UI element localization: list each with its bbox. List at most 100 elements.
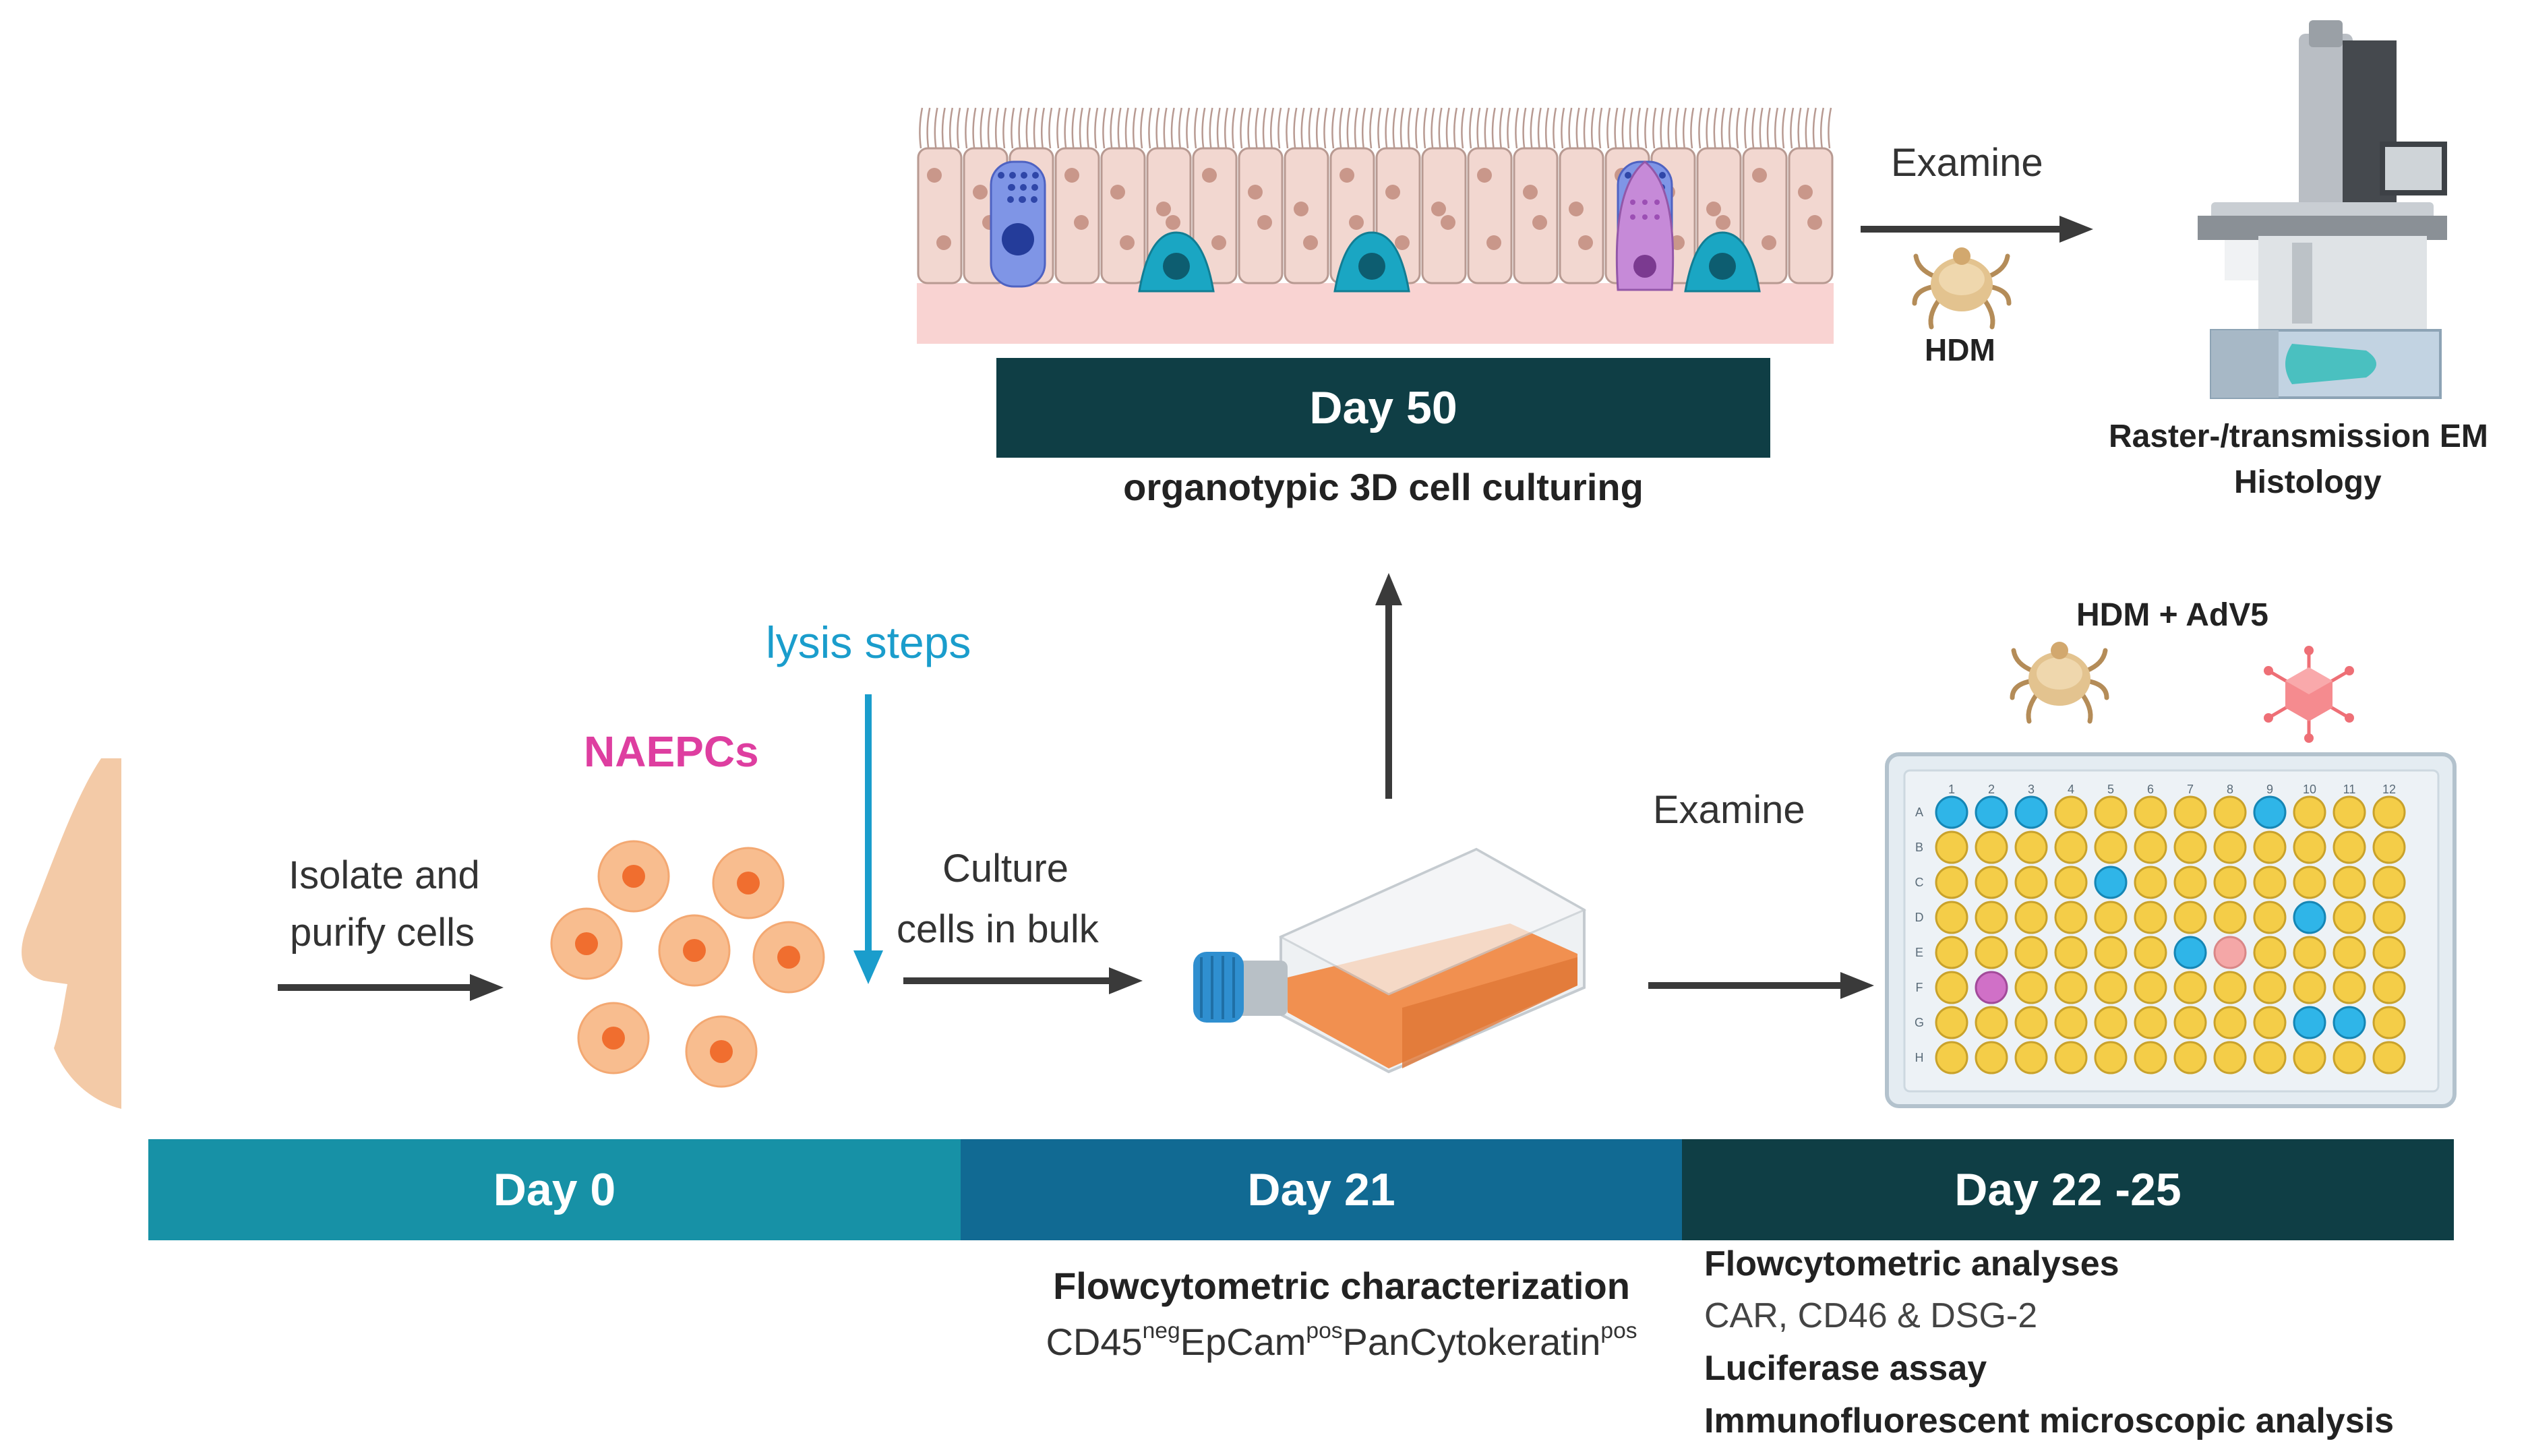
plate-well bbox=[2173, 795, 2207, 829]
plate-well bbox=[2372, 795, 2406, 829]
em-line1-label: Raster-/transmission EM bbox=[2109, 419, 2488, 454]
naepc-cell bbox=[685, 1015, 758, 1088]
examine-bottom-label: Examine bbox=[1653, 788, 1805, 832]
characterization-markers: CD45negEpCamposPanCytokeratinpos bbox=[961, 1320, 1722, 1364]
plate-well bbox=[2213, 901, 2247, 934]
isolate-line1-label: Isolate and bbox=[289, 853, 480, 897]
plate-well bbox=[2134, 936, 2167, 969]
plate-well bbox=[2372, 971, 2406, 1004]
plate-row-label: D bbox=[1915, 911, 1924, 924]
plate-well bbox=[2213, 936, 2247, 969]
plate-well bbox=[2014, 971, 2048, 1004]
plate-well bbox=[2094, 830, 2128, 864]
plate-well bbox=[2134, 795, 2167, 829]
plate-well bbox=[2213, 1041, 2247, 1074]
plate-well bbox=[2372, 866, 2406, 899]
epithelial-cell bbox=[1421, 107, 1467, 284]
plate-well bbox=[1975, 866, 2008, 899]
plate-well bbox=[2253, 936, 2287, 969]
characterization-title: Flowcytometric characterization bbox=[1053, 1265, 1630, 1307]
plate-well bbox=[2372, 1006, 2406, 1039]
plate-column-label: 4 bbox=[2068, 783, 2074, 796]
epithelial-cell bbox=[1192, 107, 1238, 284]
plate-well bbox=[2372, 830, 2406, 864]
plate-well bbox=[2134, 866, 2167, 899]
plate-well bbox=[2134, 901, 2167, 934]
plate-row-label: F bbox=[1916, 981, 1923, 994]
epithelial-cell bbox=[1559, 107, 1604, 284]
culture-line2-label: cells in bulk bbox=[897, 907, 1099, 951]
plate-well bbox=[2372, 1041, 2406, 1074]
plate-column-label: 6 bbox=[2147, 783, 2154, 796]
epithelial-cell bbox=[1742, 107, 1788, 284]
plate-well bbox=[1935, 795, 1968, 829]
plate-well bbox=[2293, 866, 2326, 899]
plate-well bbox=[1975, 830, 2008, 864]
plate-well bbox=[2014, 830, 2048, 864]
plate-well bbox=[2213, 830, 2247, 864]
epithelium-illustration bbox=[917, 107, 1834, 344]
plate-well bbox=[2054, 795, 2088, 829]
examine-bottom-arrow bbox=[1648, 972, 1874, 999]
em-line2-label: Histology bbox=[2234, 464, 2382, 500]
epithelial-cell bbox=[1467, 107, 1513, 284]
naepc-cell bbox=[752, 921, 825, 994]
plate-well bbox=[2293, 901, 2326, 934]
plate-well bbox=[2014, 866, 2048, 899]
plate-well bbox=[2054, 866, 2088, 899]
plate-well bbox=[2094, 795, 2128, 829]
plate-well bbox=[2054, 1041, 2088, 1074]
naepc-cell bbox=[658, 914, 731, 987]
plate-well bbox=[2094, 1041, 2128, 1074]
marker-pancytokeratin-sup: pos bbox=[1600, 1318, 1637, 1343]
plate-column-label: 3 bbox=[2028, 783, 2035, 796]
analyses-line1: Flowcytometric analyses bbox=[1704, 1244, 2119, 1283]
basal-cell bbox=[1333, 231, 1410, 293]
day22-25-bar: Day 22 -25 bbox=[1682, 1139, 2454, 1240]
plate-well bbox=[1935, 936, 1968, 969]
marker-epcam-sup: pos bbox=[1306, 1318, 1343, 1343]
naepcs-label: NAEPCs bbox=[584, 727, 759, 776]
plate-well bbox=[1975, 1006, 2008, 1039]
culture-arrow bbox=[903, 967, 1143, 994]
plate-well bbox=[1975, 901, 2008, 934]
plate-well bbox=[2054, 936, 2088, 969]
day0-bar: Day 0 bbox=[148, 1139, 961, 1240]
plate-well bbox=[2014, 1041, 2048, 1074]
naepc-cells-cluster bbox=[550, 840, 825, 1088]
plate-well bbox=[2253, 866, 2287, 899]
plate-well bbox=[2253, 971, 2287, 1004]
plate-well bbox=[2333, 1006, 2366, 1039]
plate-well bbox=[2134, 1041, 2167, 1074]
epithelial-cell bbox=[917, 107, 963, 284]
plate-column-label: 1 bbox=[1948, 783, 1955, 796]
plate-row-label: A bbox=[1915, 806, 1923, 819]
plate-well bbox=[2014, 1006, 2048, 1039]
plate-well bbox=[2173, 901, 2207, 934]
plate-well bbox=[2213, 1006, 2247, 1039]
plate-well bbox=[2173, 1006, 2207, 1039]
lysis-arrow bbox=[853, 694, 883, 984]
plate-row-label: C bbox=[1915, 876, 1924, 889]
plate-well bbox=[2094, 971, 2128, 1004]
epithelial-cell bbox=[1284, 107, 1329, 284]
plate-column-label: 5 bbox=[2107, 783, 2114, 796]
plate-column-label: 12 bbox=[2382, 783, 2396, 796]
plate-well bbox=[2014, 795, 2048, 829]
examine-top-arrow bbox=[1861, 216, 2093, 243]
naepc-cell bbox=[597, 840, 670, 913]
plate-well bbox=[2253, 901, 2287, 934]
plate-column-label: 2 bbox=[1988, 783, 1995, 796]
basal-cell bbox=[1684, 231, 1761, 293]
plate-well bbox=[1935, 901, 1968, 934]
nose-profile-icon bbox=[22, 758, 122, 1109]
plate-well bbox=[1935, 1006, 1968, 1039]
marker-pancytokeratin: PanCytokeratin bbox=[1342, 1321, 1601, 1363]
dust-mite-icon-2 bbox=[2010, 642, 2109, 724]
goblet-cell bbox=[990, 160, 1046, 288]
plate-row-label: G bbox=[1915, 1016, 1924, 1029]
analyses-line2: CAR, CD46 & DSG-2 bbox=[1704, 1296, 2038, 1335]
isolate-line2-label: purify cells bbox=[290, 911, 475, 954]
culture-line1-label: Culture bbox=[942, 847, 1069, 890]
isolate-arrow bbox=[278, 974, 504, 1001]
